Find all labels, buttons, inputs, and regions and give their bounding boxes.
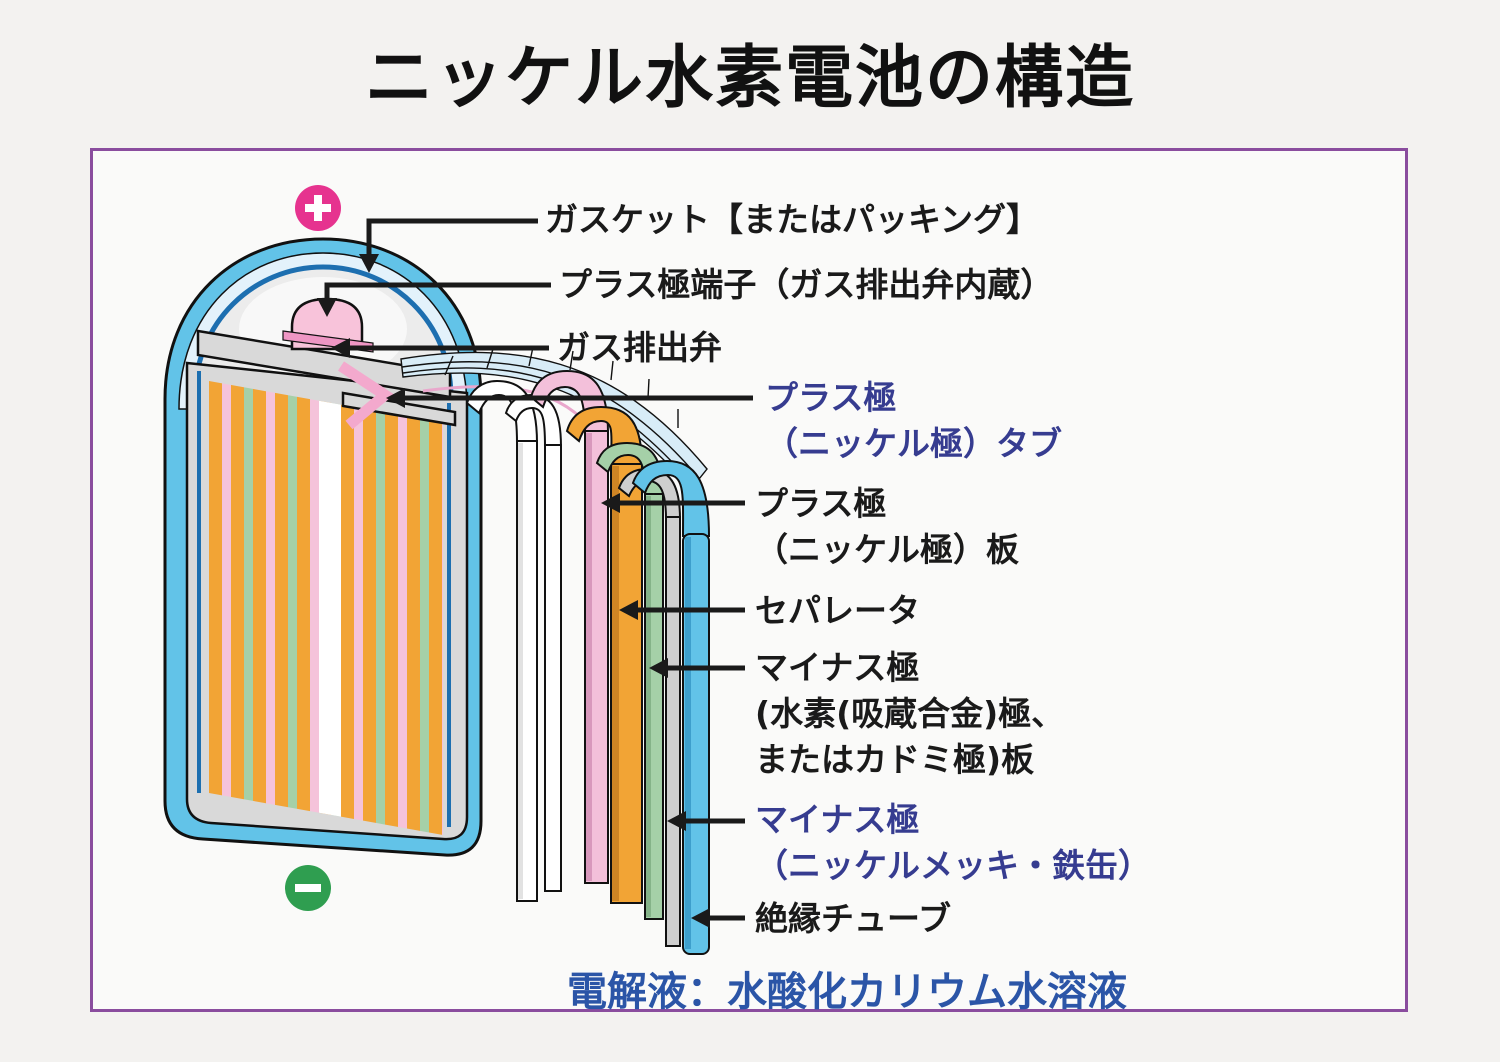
label-positive-plate: プラス極 （ニッケル極）板 <box>755 481 1019 573</box>
electrode-roll <box>209 381 443 835</box>
minus-badge-icon <box>285 865 331 911</box>
battery-body <box>163 237 483 857</box>
label-negative-can-line1: マイナス極 <box>755 800 920 839</box>
label-positive-plate-line1: プラス極 <box>755 484 887 523</box>
label-negative-plate-line1: マイナス極 <box>755 648 920 687</box>
plus-badge-icon <box>295 185 341 231</box>
battery-diagram-illustration <box>163 185 753 955</box>
label-electrolyte: 電解液：水酸化カリウム水溶液 <box>567 969 1127 1015</box>
label-positive-plate-line2: （ニッケル極）板 <box>755 530 1019 569</box>
label-positive-tab-line2: （ニッケル極）タブ <box>765 424 1062 463</box>
negative-plate-sheet <box>595 441 665 920</box>
label-gas-release-valve: ガス排出弁 <box>557 328 722 367</box>
label-positive-tab-line1: プラス極 <box>765 378 897 417</box>
label-positive-terminal: プラス極端子（ガス排出弁内蔵） <box>559 265 1054 304</box>
label-separator: セパレータ <box>755 591 920 630</box>
label-positive-tab: プラス極 （ニッケル極）タブ <box>765 375 1062 467</box>
label-negative-can: マイナス極 （ニッケルメッキ・鉄缶） <box>755 797 1151 889</box>
page-title: ニッケル水素電池の構造 <box>364 39 1135 118</box>
label-negative-plate-line3: またはカドミ極)板 <box>755 740 1035 779</box>
insulating-tube-sheet <box>631 459 711 955</box>
callout-arrows <box>317 218 753 928</box>
label-insulating-tube: 絶縁チューブ <box>755 899 952 938</box>
label-negative-plate-line2: (水素(吸蔵合金)極、 <box>755 694 1065 733</box>
label-gasket: ガスケット【またはパッキング】 <box>545 200 1040 239</box>
exploded-layers <box>465 369 711 955</box>
diagram-panel: ガスケット【またはパッキング】 プラス極端子（ガス排出弁内蔵） ガス排出弁 プラ… <box>90 148 1408 1015</box>
label-negative-can-line2: （ニッケルメッキ・鉄缶） <box>755 846 1151 885</box>
positive-plate-sheet <box>529 369 610 884</box>
label-negative-plate: マイナス極 (水素(吸蔵合金)極、 またはカドミ極)板 <box>755 645 1064 783</box>
